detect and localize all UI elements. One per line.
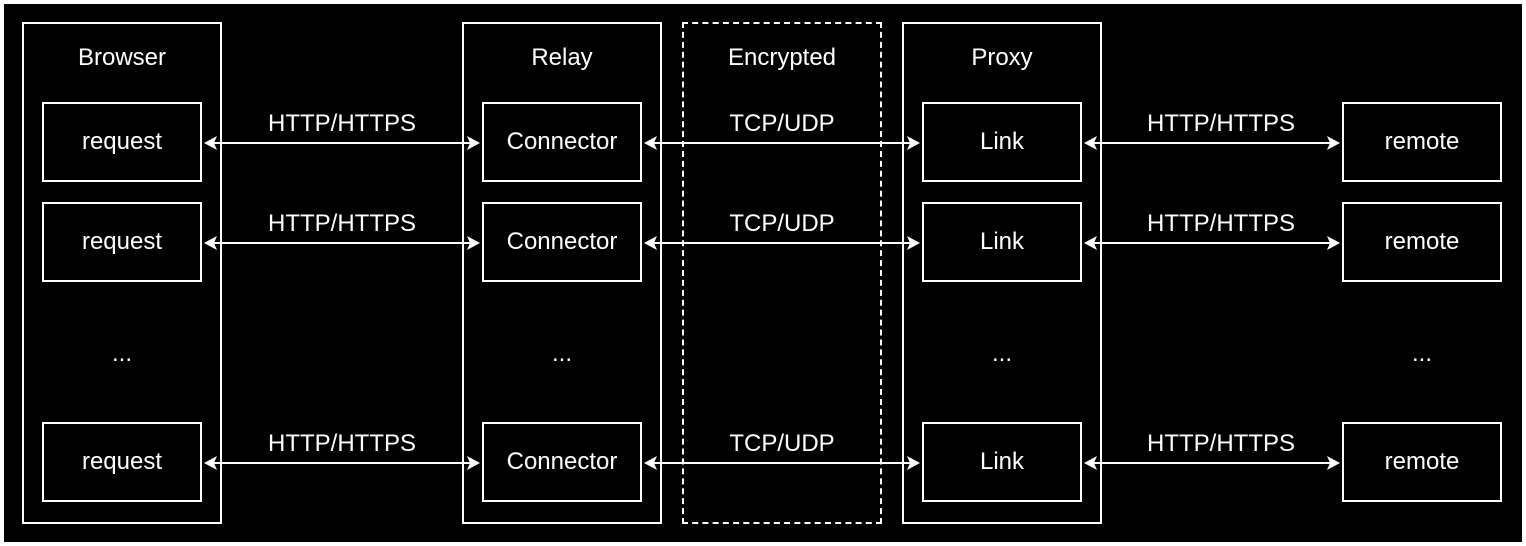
proxy-group-title: Proxy	[971, 44, 1033, 71]
link-node-1: Link	[922, 102, 1082, 182]
arrowhead-right-icon	[1327, 236, 1340, 250]
arrowhead-right-icon	[1327, 136, 1340, 150]
arrowhead-right-icon	[467, 136, 480, 150]
edge-label-browser-relay-3: HTTP/HTTPS	[268, 430, 416, 457]
encrypted-group: Encrypted	[682, 22, 882, 524]
edge-label-browser-relay-1: HTTP/HTTPS	[268, 110, 416, 137]
request-node-3: request	[42, 422, 202, 502]
relay-group-title: Relay	[531, 44, 593, 71]
edge-label-proxy-remote-1: HTTP/HTTPS	[1147, 110, 1295, 137]
arrowhead-right-icon	[467, 236, 480, 250]
arrowhead-left-icon	[1084, 236, 1097, 250]
arrowhead-left-icon	[644, 136, 657, 150]
arrowhead-right-icon	[907, 236, 920, 250]
edge-label-relay-proxy-3: TCP/UDP	[729, 430, 835, 457]
diagram-canvas	[4, 4, 1522, 542]
arrowhead-right-icon	[467, 456, 480, 470]
browser-group: Browser	[22, 22, 222, 524]
browser-group-title: Browser	[77, 44, 167, 71]
arrowhead-left-icon	[644, 236, 657, 250]
proxy-group: Proxy	[902, 22, 1102, 524]
arrowhead-left-icon	[1084, 136, 1097, 150]
arrowhead-left-icon	[644, 456, 657, 470]
arrowhead-left-icon	[204, 236, 217, 250]
edge-label-proxy-remote-2: HTTP/HTTPS	[1147, 210, 1295, 237]
remote-node-2: remote	[1342, 202, 1502, 282]
arrowhead-right-icon	[907, 136, 920, 150]
remote-node-3: remote	[1342, 422, 1502, 502]
browser-ellipsis: ...	[111, 340, 132, 367]
proxy-ellipsis: ...	[991, 340, 1012, 367]
arrowhead-left-icon	[204, 136, 217, 150]
arrowhead-left-icon	[1084, 456, 1097, 470]
relay-ellipsis: ...	[551, 340, 572, 367]
request-node-1: request	[42, 102, 202, 182]
edge-label-browser-relay-2: HTTP/HTTPS	[268, 210, 416, 237]
relay-group: Relay	[462, 22, 662, 524]
edge-label-proxy-remote-3: HTTP/HTTPS	[1147, 430, 1295, 457]
connector-node-3: Connector	[482, 422, 642, 502]
link-node-2: Link	[922, 202, 1082, 282]
arrowhead-left-icon	[204, 456, 217, 470]
edge-label-relay-proxy-2: TCP/UDP	[729, 210, 835, 237]
connector-node-1: Connector	[482, 102, 642, 182]
encrypted-group-title: Encrypted	[727, 44, 837, 71]
connector-node-2: Connector	[482, 202, 642, 282]
arrowhead-right-icon	[907, 456, 920, 470]
remote-node-1: remote	[1342, 102, 1502, 182]
link-node-3: Link	[922, 422, 1082, 502]
arrowhead-right-icon	[1327, 456, 1340, 470]
edge-label-relay-proxy-1: TCP/UDP	[729, 110, 835, 137]
remote-ellipsis: ...	[1411, 340, 1432, 367]
request-node-2: request	[42, 202, 202, 282]
